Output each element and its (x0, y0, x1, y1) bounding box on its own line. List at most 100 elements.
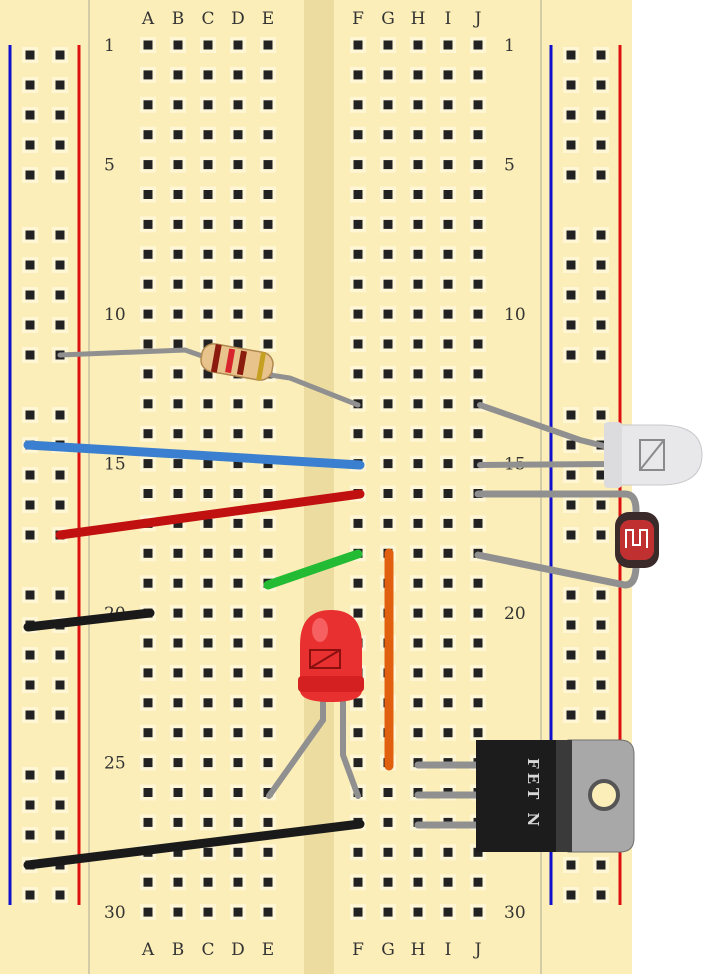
hole-E20 (260, 605, 276, 622)
hole-socket (596, 890, 606, 900)
hole-socket (596, 290, 606, 300)
hole-E1 (260, 37, 276, 53)
hole-socket (473, 339, 483, 349)
hole-socket (203, 249, 213, 259)
hole-socket (263, 608, 273, 618)
hole-socket (263, 489, 273, 498)
hole-C27 (200, 814, 216, 831)
hole-socket (473, 130, 483, 140)
hole-socket (473, 698, 483, 708)
hole-socket (55, 410, 65, 420)
hole-G4 (380, 126, 396, 143)
hole-socket (443, 130, 453, 140)
hole-socket (413, 877, 423, 887)
hole-F7 (350, 216, 366, 233)
hole-socket (143, 728, 153, 738)
hole-C8 (200, 246, 216, 263)
hole-socket (596, 620, 606, 630)
hole-socket (353, 608, 363, 618)
hole-socket (473, 578, 483, 588)
hole-A8 (140, 246, 156, 263)
hole-socket (203, 728, 213, 738)
row-label-left-15: 15 (104, 455, 126, 475)
hole-socket (473, 309, 483, 319)
hole-B14 (170, 425, 186, 442)
hole-socket (143, 877, 153, 887)
hole-socket (173, 907, 183, 917)
hole-A22 (140, 664, 156, 681)
rail-right-inner-3-3 (563, 677, 579, 693)
hole-C6 (200, 186, 216, 203)
hole-I28 (440, 844, 456, 861)
hole-socket (263, 877, 273, 887)
hole-socket (55, 890, 65, 900)
hole-D5 (230, 156, 246, 173)
hole-B25 (170, 754, 186, 771)
rail-left-inner-4-1 (52, 797, 68, 813)
hole-C21 (200, 635, 216, 651)
hole-I17 (440, 515, 456, 532)
hole-H8 (410, 246, 426, 263)
hole-socket (203, 40, 213, 50)
rail-left-outer-1-2 (22, 287, 38, 303)
hole-H29 (410, 874, 426, 891)
hole-socket (203, 459, 213, 469)
hole-socket (233, 70, 243, 80)
hole-socket (566, 170, 576, 180)
hole-E29 (260, 874, 276, 891)
hole-H22 (410, 664, 426, 681)
hole-socket (263, 698, 273, 708)
hole-socket (25, 500, 35, 510)
hole-socket (25, 650, 35, 660)
rail-left-inner-1-3 (52, 317, 68, 333)
hole-socket (413, 548, 423, 558)
hole-D8 (230, 246, 246, 263)
hole-E30 (260, 904, 276, 921)
hole-C3 (200, 96, 216, 113)
hole-socket (413, 219, 423, 229)
hole-socket (443, 309, 453, 319)
rail-left-inner-3-3 (52, 677, 68, 693)
hole-J2 (470, 66, 486, 83)
hole-socket (233, 160, 243, 170)
hole-socket (473, 429, 483, 439)
hole-A3 (140, 96, 156, 113)
rail-right-outer-2-3 (593, 497, 609, 513)
hole-socket (263, 638, 273, 648)
white-led-rim (604, 422, 622, 488)
hole-A11 (140, 336, 156, 352)
hole-socket (143, 548, 153, 558)
hole-socket (383, 219, 393, 229)
hole-F14 (350, 425, 366, 442)
hole-socket (233, 219, 243, 229)
rail-left-inner-0-3 (52, 137, 68, 153)
black-wire-long (23, 819, 365, 870)
transistor-hole (588, 779, 620, 811)
hole-socket (353, 907, 363, 917)
hole-socket (25, 80, 35, 90)
hole-C1 (200, 37, 216, 53)
hole-E16 (260, 485, 276, 502)
hole-F1 (350, 37, 366, 53)
hole-J5 (470, 156, 486, 173)
hole-socket (55, 290, 65, 300)
hole-socket (143, 758, 153, 768)
rail-left-inner-1-0 (52, 227, 68, 243)
hole-socket (263, 160, 273, 170)
column-label-top-J: J (473, 9, 482, 29)
hole-socket (25, 770, 35, 780)
row-label-left-1: 1 (104, 36, 115, 56)
hole-E14 (260, 425, 276, 442)
transistor: FET N (476, 739, 635, 853)
hole-socket (203, 190, 213, 199)
column-label-bottom-H: H (411, 940, 426, 960)
column-label-bottom-A: A (141, 940, 155, 960)
hole-socket (143, 788, 153, 797)
hole-socket (596, 140, 606, 150)
hole-socket (263, 429, 273, 439)
hole-H3 (410, 96, 426, 113)
hole-socket (143, 429, 153, 439)
hole-E9 (260, 276, 276, 293)
hole-socket (55, 680, 65, 690)
hole-socket (596, 710, 606, 720)
